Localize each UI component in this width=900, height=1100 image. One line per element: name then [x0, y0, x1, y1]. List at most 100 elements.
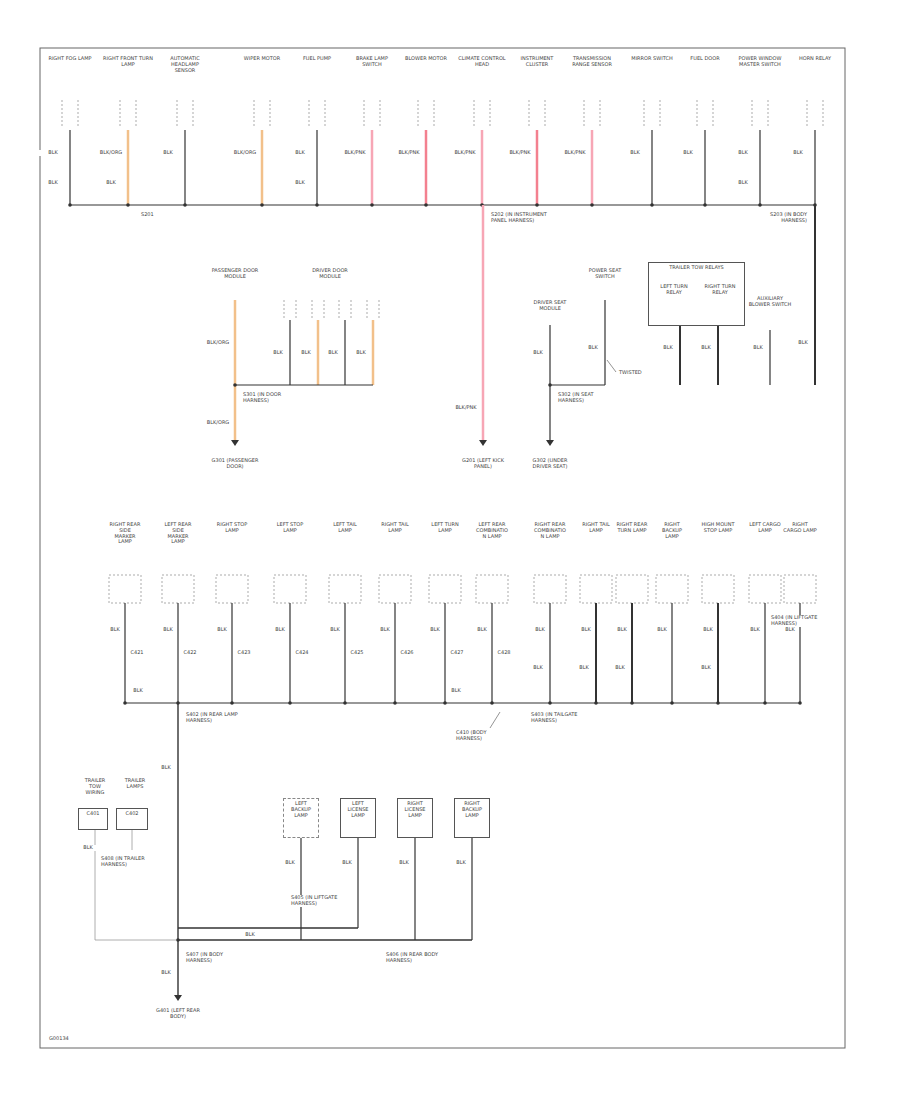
wire [550, 384, 605, 385]
wire-label: LEFT REAR COMBINATION LAMP [474, 522, 510, 539]
wire-label: BLK/ORG [204, 340, 232, 346]
wire-label: S404 (IN LIFTGATE HARNESS) [770, 615, 835, 627]
wire [425, 130, 428, 205]
wire-label: S202 (IN INSTRUMENT PANEL HARNESS) [490, 212, 552, 224]
wire [372, 320, 375, 385]
wire-label: BLK [731, 180, 755, 186]
ground-symbol [231, 440, 239, 446]
wire-label: BLK [782, 627, 799, 633]
wire-label: BLK [269, 350, 287, 356]
wire-label: BLK [327, 627, 344, 633]
component-outline [325, 100, 326, 126]
wire-label: BLK [157, 765, 175, 771]
wire-label: BLK [338, 860, 356, 866]
wire [491, 603, 492, 703]
component-name: RIGHT BACKUP LAMP [457, 801, 487, 818]
wire-label: LEFT TURN LAMP [427, 522, 463, 534]
wire-label: G401 (LEFT REAR BODY) [152, 1008, 204, 1020]
lamp-outline [749, 575, 781, 603]
component-outline [545, 100, 546, 126]
wire-label: BLK [697, 345, 715, 351]
wire-label: BLK [99, 180, 123, 186]
wire-label: S405 (IN LIFTGATE HARNESS) [290, 895, 352, 907]
wire-label: BLK/ORG [204, 420, 232, 426]
component-outline [434, 100, 435, 126]
wire-label: BLK [324, 350, 342, 356]
component-outline [367, 300, 368, 318]
component-outline [284, 300, 285, 318]
component-outline [78, 100, 79, 126]
wire-label: BLK [794, 340, 812, 346]
component-outline [768, 100, 769, 126]
wire-label: C410 (BODY HARNESS) [455, 730, 505, 742]
wire [631, 603, 633, 703]
wire [234, 300, 237, 440]
lamp-outline [379, 575, 411, 603]
wire-label: BLK [241, 932, 259, 938]
wire-label: DRIVER DOOR MODULE [300, 268, 360, 280]
wire-label: BLK [611, 665, 629, 671]
component-outline [364, 100, 365, 126]
wire-label: BLK [729, 150, 757, 156]
wire-label: S407 (IN BODY HARNESS) [185, 952, 240, 964]
wire [357, 838, 358, 928]
lamp-outline [702, 575, 734, 603]
wire-label: RIGHT CARGO LAMP [782, 522, 818, 534]
wire-label: S408 (IN TRAILER HARNESS) [100, 856, 158, 868]
wire-label: BLK [621, 150, 649, 156]
wire-label: S203 (IN BODY HARNESS) [763, 212, 808, 224]
component-box: LEFT BACKUP LAMP [283, 798, 319, 838]
wire-label: BLK [697, 665, 715, 671]
wire-label: TWISTED [618, 370, 648, 376]
wire [769, 330, 770, 385]
wire-label: BLK [41, 180, 65, 186]
wire-label: BLK [352, 350, 370, 356]
wire [184, 130, 185, 205]
wire [394, 603, 395, 703]
wire [536, 130, 539, 205]
wire-label: BLK [272, 627, 289, 633]
wire-label: S403 (IN TAILGATE HARNESS) [530, 712, 600, 724]
lamp-outline [429, 575, 461, 603]
wire-label: C428 [494, 650, 514, 656]
wire-label: BLK [395, 860, 413, 866]
lamp-outline [162, 575, 194, 603]
wire-label: G302 (UNDER DRIVER SEAT) [524, 458, 576, 470]
component-box: LEFT LICENSE LAMP [340, 798, 376, 838]
component-name: TRAILER TOW RELAYS [651, 265, 742, 271]
component-outline [490, 100, 491, 126]
wire-label: BLK [286, 150, 314, 156]
wire-label: RIGHT REAR TURN LAMP [614, 522, 650, 534]
wire [604, 300, 605, 385]
wire-label: LEFT REAR SIDE MARKER LAMP [160, 522, 196, 545]
wire-label: POWER WINDOW MASTER SWITCH [734, 56, 786, 68]
leader-line [607, 360, 616, 372]
wire-label: INSTRUMENT CLUSTER [511, 56, 563, 68]
wire-label: MIRROR SWITCH [626, 56, 678, 62]
ground-symbol [174, 995, 182, 1001]
wire-label: S402 (IN REAR LAMP HARNESS) [185, 712, 247, 724]
wire-label: TRANSMISSION RANGE SENSOR [566, 56, 618, 68]
wire [814, 205, 816, 385]
wire-label: LEFT TAIL LAMP [327, 522, 363, 534]
relay-label-box: LEFT TURN RELAY [653, 281, 695, 309]
wire-label: BLK [700, 627, 717, 633]
wire [651, 130, 652, 205]
wire-label: HIGH MOUNT STOP LAMP [700, 522, 736, 534]
lamp-outline [216, 575, 248, 603]
component-outline [324, 300, 325, 318]
wire-label: G301 (PASSENGER DOOR) [209, 458, 261, 470]
wire [717, 326, 719, 385]
lamp-outline [274, 575, 306, 603]
component-box: TRAILER TOW RELAYSLEFT TURN RELAYRIGHT T… [648, 262, 745, 326]
wire-label: BLOWER MOTOR [400, 56, 452, 62]
splice-dot [176, 938, 180, 942]
component-name: LEFT TURN RELAY [656, 284, 692, 296]
ground-symbol [546, 440, 554, 446]
component-outline [136, 100, 137, 126]
wire-label: BLK [79, 845, 97, 851]
component-box: RIGHT BACKUP LAMP [454, 798, 490, 838]
wire [317, 320, 320, 385]
wire-label: BLK/PNK [451, 150, 479, 156]
wire-label: S301 (IN DOOR HARNESS) [242, 392, 302, 404]
